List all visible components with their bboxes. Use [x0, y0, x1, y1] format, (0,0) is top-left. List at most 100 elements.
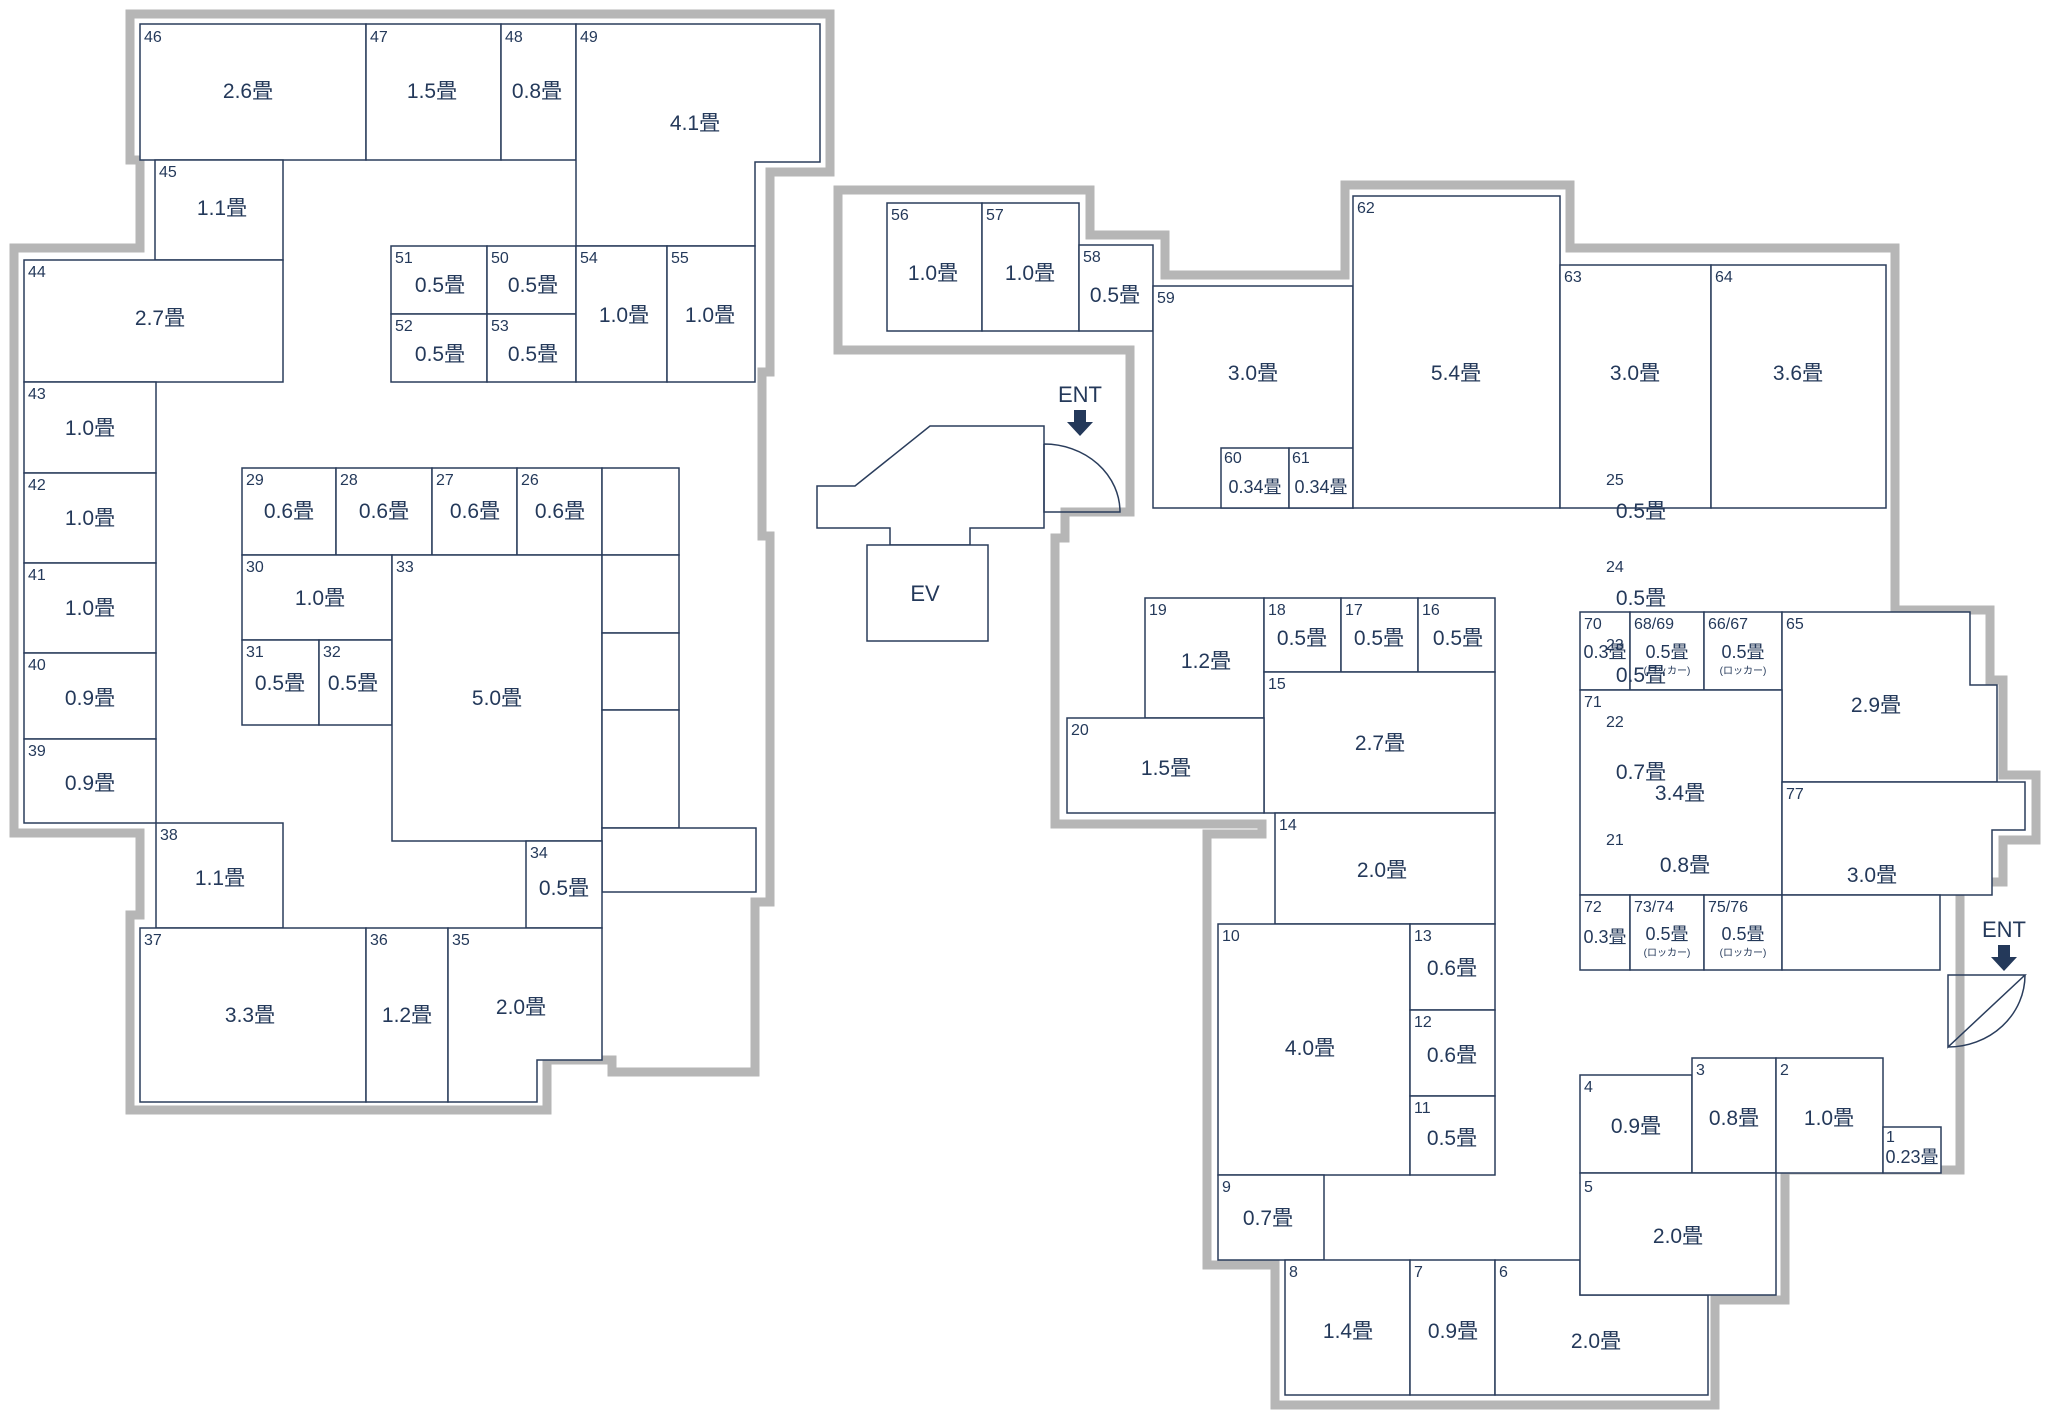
room-5[interactable]: [1579, 1172, 1777, 1296]
room-29[interactable]: [241, 467, 337, 556]
room-35[interactable]: [447, 927, 603, 1103]
room-12[interactable]: [1409, 1009, 1496, 1097]
room-number: 22: [1606, 714, 1624, 731]
room-28[interactable]: [335, 467, 433, 556]
room-size: 0.3畳: [1583, 642, 1626, 662]
room-number: 32: [323, 644, 341, 661]
room-47[interactable]: [365, 23, 502, 161]
room-46[interactable]: [139, 23, 367, 161]
room-34[interactable]: [525, 840, 603, 929]
room-52[interactable]: [390, 313, 488, 383]
room-60[interactable]: [1220, 447, 1290, 509]
room-number: 49: [580, 29, 598, 46]
room-33[interactable]: [391, 554, 603, 842]
room-62[interactable]: [1352, 195, 1561, 509]
room-30[interactable]: [241, 554, 393, 641]
room-number: 60: [1224, 450, 1242, 467]
room-17[interactable]: [1340, 597, 1419, 673]
entrance-door-east[interactable]: [1947, 974, 2027, 1049]
room-1[interactable]: [1882, 1126, 1942, 1174]
room-size: 4.1畳: [670, 112, 720, 135]
room-26[interactable]: [516, 467, 603, 556]
doors: [1043, 443, 2027, 1049]
room-42[interactable]: [23, 472, 157, 564]
room-number: 26: [521, 472, 539, 489]
room-size: 4.0畳: [1285, 1037, 1335, 1060]
room-size: 1.0畳: [295, 587, 345, 610]
room-number: 68/69: [1634, 616, 1674, 633]
room-size: 3.4畳: [1655, 782, 1705, 805]
room-23[interactable]: [601, 632, 680, 711]
room-number: 50: [491, 250, 509, 267]
room-size: 3.0畳: [1228, 362, 1278, 385]
room-number: 10: [1222, 928, 1240, 945]
room-24[interactable]: [601, 554, 680, 634]
room-20[interactable]: [1066, 717, 1265, 814]
room-size: 0.6畳: [535, 500, 585, 523]
room-72[interactable]: [1579, 894, 1631, 971]
room-number: 29: [246, 472, 264, 489]
room-13[interactable]: [1409, 923, 1496, 1011]
room-2[interactable]: [1775, 1057, 1884, 1174]
room-number: 39: [28, 743, 46, 760]
room-40[interactable]: [23, 652, 157, 740]
room-49[interactable]: [575, 23, 821, 247]
room-number: 45: [159, 164, 177, 181]
room-11[interactable]: [1409, 1095, 1496, 1176]
arrow-down-icon: [1991, 945, 2017, 971]
room-19[interactable]: [1144, 597, 1265, 719]
room-73-74[interactable]: [1629, 894, 1705, 971]
room-48[interactable]: [500, 23, 577, 161]
room-number: 40: [28, 657, 46, 674]
room-51[interactable]: [390, 245, 488, 315]
room-size: 1.2畳: [382, 1004, 432, 1027]
room-15[interactable]: [1263, 671, 1496, 814]
room-8[interactable]: [1284, 1259, 1411, 1396]
room-64[interactable]: [1710, 264, 1887, 509]
room-63[interactable]: [1559, 264, 1712, 509]
room-7[interactable]: [1409, 1259, 1496, 1396]
room-size: 0.5畳: [415, 274, 465, 297]
room-38[interactable]: [155, 822, 284, 929]
room-10[interactable]: [1217, 923, 1411, 1176]
room-32[interactable]: [318, 639, 393, 726]
room-31[interactable]: [241, 639, 320, 726]
room-37[interactable]: [139, 927, 367, 1103]
room-61[interactable]: [1288, 447, 1354, 509]
rooms: [23, 23, 2026, 1396]
room-9[interactable]: [1217, 1174, 1325, 1261]
room-21[interactable]: [601, 827, 757, 893]
entrance-door-north[interactable]: [1043, 443, 1121, 513]
room-size: 0.5畳: [1090, 284, 1140, 307]
room-number: 4: [1584, 1079, 1593, 1096]
room-53[interactable]: [486, 313, 577, 383]
room-4[interactable]: [1579, 1074, 1693, 1174]
entrance-markers: ENT ENT EV: [910, 382, 2026, 971]
room-size: 3.0畳: [1847, 864, 1897, 887]
room-size: 0.6畳: [450, 500, 500, 523]
room-39[interactable]: [23, 738, 157, 824]
room-size: 0.6畳: [264, 500, 314, 523]
room-50[interactable]: [486, 245, 577, 315]
room-57[interactable]: [981, 202, 1080, 332]
room-size: 2.0畳: [1571, 1330, 1621, 1353]
room-25[interactable]: [601, 467, 680, 556]
room-41[interactable]: [23, 562, 157, 654]
room-75-76[interactable]: [1703, 894, 1783, 971]
room-70[interactable]: [1579, 611, 1631, 691]
room-number: 58: [1083, 249, 1101, 266]
room-size: 1.5畳: [1141, 757, 1191, 780]
room-number: 53: [491, 318, 509, 335]
room-size: 0.7畳: [1243, 1207, 1293, 1230]
room-number: 3: [1696, 1062, 1705, 1079]
room-55[interactable]: [666, 245, 756, 383]
arrow-down-icon: [1067, 410, 1093, 436]
room-size: 0.8畳: [512, 80, 562, 103]
room-size: 1.0畳: [65, 417, 115, 440]
room-22[interactable]: [601, 709, 680, 829]
room-43[interactable]: [23, 381, 157, 474]
room-54[interactable]: [575, 245, 668, 383]
room-number: 11: [1414, 1100, 1431, 1117]
room-number: 57: [986, 207, 1004, 224]
room-77[interactable]: [1781, 781, 2026, 896]
